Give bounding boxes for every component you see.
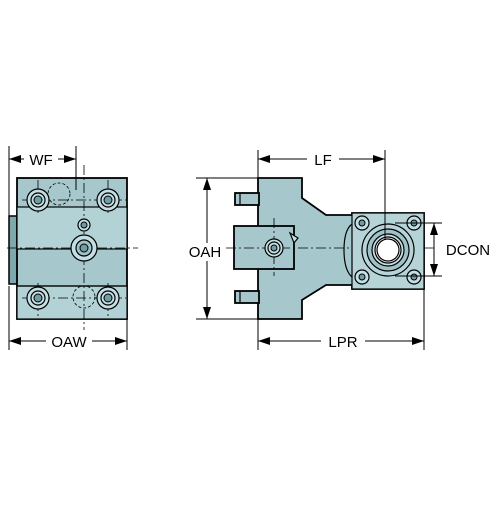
front-coolant-hole bbox=[70, 234, 98, 262]
side-head-screw-tl bbox=[354, 215, 370, 231]
oah-label: OAH bbox=[189, 244, 222, 261]
front-view: WF OAW bbox=[7, 146, 138, 351]
side-head-screw-bl bbox=[354, 269, 370, 285]
front-screw-hole-bl bbox=[26, 286, 50, 310]
side-shank-screw bbox=[264, 238, 284, 258]
side-head-screw-br bbox=[406, 269, 422, 285]
front-screw-hole-tl bbox=[26, 188, 50, 212]
front-hidden-hole-bottom bbox=[72, 285, 96, 309]
oaw-label: OAW bbox=[51, 334, 87, 351]
lf-label: LF bbox=[314, 152, 332, 169]
side-dowel-top bbox=[234, 192, 260, 206]
dcon-label: DCON bbox=[446, 242, 490, 259]
side-dowel-bottom bbox=[234, 290, 260, 304]
side-view: LF OAH LPR DCON bbox=[184, 150, 496, 351]
lpr-label: LPR bbox=[328, 334, 357, 351]
side-shank bbox=[233, 225, 295, 270]
front-small-hole bbox=[77, 218, 91, 232]
front-screw-hole-br bbox=[96, 286, 120, 310]
front-hidden-hole-top bbox=[47, 182, 71, 206]
front-screw-hole-tr bbox=[96, 188, 120, 212]
wf-label: WF bbox=[29, 152, 52, 169]
side-key bbox=[288, 231, 299, 245]
side-collet-bore bbox=[361, 223, 415, 277]
